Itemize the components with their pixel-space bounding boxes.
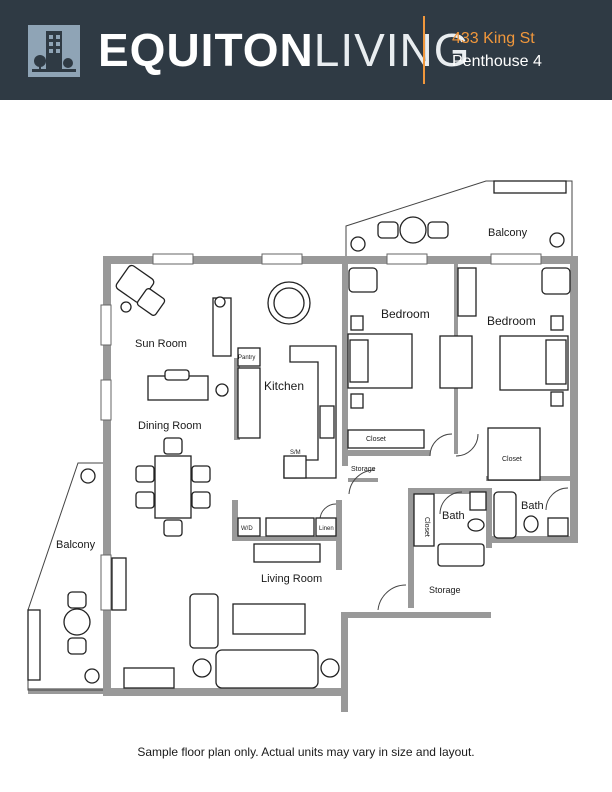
label-bath-1: Bath bbox=[442, 510, 465, 522]
label-bath-2: Bath bbox=[521, 500, 544, 512]
label-balcony-left: Balcony bbox=[56, 539, 96, 551]
property-address: 433 King St bbox=[452, 30, 535, 47]
label-closet-1: Closet bbox=[366, 436, 386, 443]
label-dining-room: Dining Room bbox=[138, 420, 202, 432]
header-banner: EQUITONLIVING 433 King St Penthouse 4 bbox=[0, 0, 612, 100]
label-sm: S/M bbox=[290, 450, 301, 456]
label-closet-3: Closet bbox=[423, 517, 430, 537]
label-storage-1: Storage bbox=[351, 466, 376, 473]
label-bedroom-1: Bedroom bbox=[381, 307, 430, 321]
label-bedroom-2: Bedroom bbox=[487, 314, 536, 328]
label-closet-2: Closet bbox=[502, 456, 522, 463]
door-swings bbox=[319, 433, 569, 611]
label-linen: Linen bbox=[319, 526, 334, 532]
windows bbox=[100, 253, 542, 611]
label-living-room: Living Room bbox=[261, 573, 322, 585]
label-kitchen: Kitchen bbox=[264, 379, 304, 393]
brand-name-light: LIVING bbox=[313, 24, 471, 76]
balcony-top-outline bbox=[345, 180, 573, 258]
header-divider bbox=[423, 16, 425, 84]
label-storage-2: Storage bbox=[429, 585, 461, 595]
label-wd: W/D bbox=[241, 526, 253, 532]
unit-name: Penthouse 4 bbox=[452, 53, 542, 70]
exterior-walls bbox=[28, 256, 578, 712]
label-pantry: Pantry bbox=[238, 355, 255, 361]
building-logo-icon bbox=[28, 25, 80, 77]
label-balcony-top: Balcony bbox=[488, 227, 528, 239]
disclaimer-note: Sample floor plan only. Actual units may… bbox=[137, 745, 475, 759]
furniture bbox=[27, 180, 571, 689]
room-labels: Balcony Bedroom Bedroom Sun Room Pantry … bbox=[56, 227, 544, 595]
brand-name: EQUITONLIVING bbox=[98, 24, 471, 76]
brand-name-bold: EQUITON bbox=[98, 24, 314, 76]
label-sun-room: Sun Room bbox=[135, 338, 187, 350]
